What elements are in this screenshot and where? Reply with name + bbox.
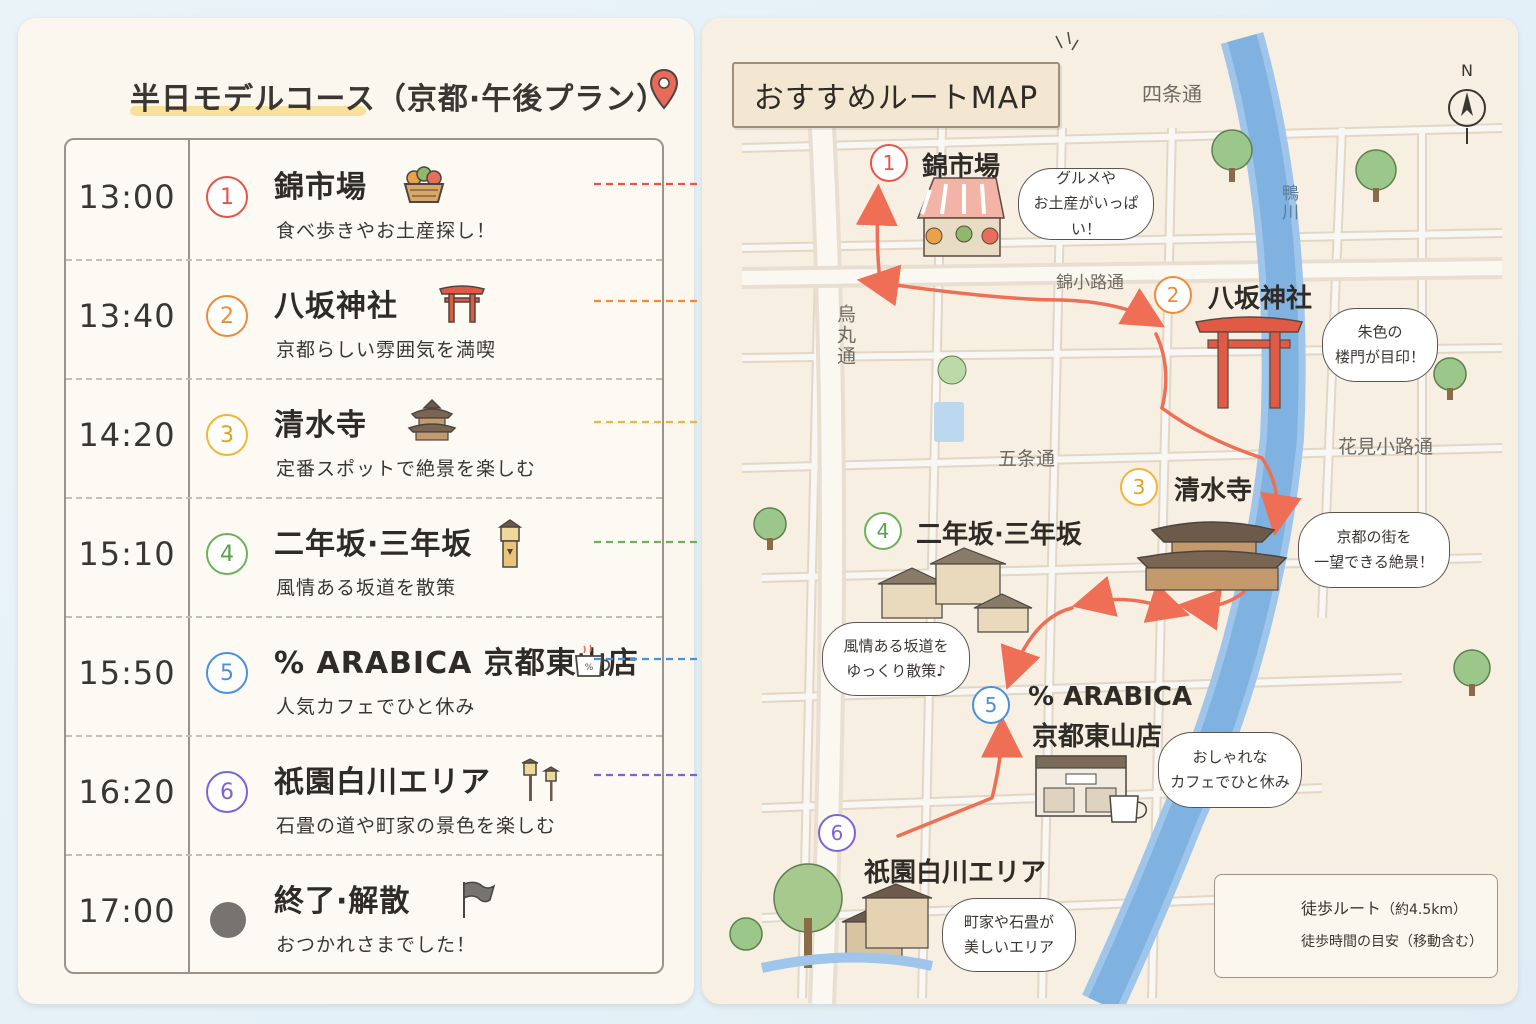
map-legend: 徒歩ルート（約4.5km） 徒歩時間の目安（移動含む） [1214,874,1498,978]
speech-bubble: グルメやお土産がいっぱい！ [1018,168,1154,240]
schedule-table: 13:00 1 錦市場 食べ歩きやお土産探し！ 13:40 2 八坂神社 京都ら… [64,138,664,974]
schedule-title: 半日モデルコース（京都·午後プラン） [130,82,668,117]
map-spot-name: 祇園白川エリア [864,858,1047,888]
title-highlight [130,106,366,116]
map-marker-6[interactable]: 6 [818,814,856,852]
speech-bubble: 朱色の楼門が目印！ [1322,308,1438,382]
schedule-row: 15:10 4 二年坂·三年坂 風情ある坂道を散策 [66,497,662,616]
basket-icon [403,166,445,203]
row-number: 2 [206,295,248,337]
map-marker-1[interactable]: 1 [870,144,908,182]
row-description: 風情ある坂道を散策 [276,577,457,599]
street-label-nishikikoji: 錦小路通 [1056,273,1124,293]
row-number: 6 [206,771,248,813]
arabica-cafe [1035,755,1148,823]
speech-bubble: おしゃれなカフェでひと休み [1158,732,1302,808]
legend-route: 徒歩ルート（約4.5km） [1301,899,1468,918]
map-spot-name-2: 京都東山店 [1032,722,1163,752]
street-label-karasuma: 烏丸通 [834,304,856,367]
row-divider [66,735,662,737]
row-description: おつかれさまでした！ [276,934,477,956]
row-divider [66,497,662,499]
schedule-row: 16:20 6 祇園白川エリア 石畳の道や町家の景色を楽しむ [66,735,662,854]
schedule-row: 17:00 終了·解散 おつかれさまでした！ [66,854,662,973]
row-description: 京都らしい雰囲気を満喫 [276,339,497,361]
time-column-divider [188,140,190,972]
row-divider [66,616,662,618]
river-label-kamogawa: 鴨川 [1278,184,1298,222]
row-time: 15:10 [78,535,176,573]
trees [729,129,1491,951]
svg-text:N: N [1461,62,1473,80]
svg-text:%: % [585,663,594,673]
row-divider [66,259,662,261]
row-place-name: 八坂神社 [274,289,398,324]
map-marker-2[interactable]: 2 [1154,276,1192,314]
route-map-panel: おすすめルートMAP N 四条通 烏丸通 錦小路通 五条通 花見小路通 鴨川 1… [702,18,1518,1004]
row-time: 13:00 [78,178,176,216]
row-description: 人気カフェでひと休み [276,696,476,718]
map-marker-4[interactable]: 4 [864,512,902,550]
schedule-row: 13:40 2 八坂神社 京都らしい雰囲気を満喫 [66,259,662,378]
row-place-name: 二年坂·三年坂 [274,527,473,562]
schedule-panel: 半日モデルコース（京都·午後プラン） 13:00 1 錦市場 食べ歩きやお土産探… [18,18,694,1004]
nishiki-market-stall [916,177,1005,257]
row-time: 14:20 [78,416,176,454]
speech-bubble: 町家や石畳が美しいエリア [942,898,1076,972]
speech-bubble: 京都の街を一望できる絶景！ [1298,512,1450,588]
map-spot-name: 清水寺 [1174,476,1253,506]
map-marker-3[interactable]: 3 [1120,468,1158,506]
coffee-cup-icon: % [575,644,611,677]
yasaka-torii [1194,316,1304,409]
map-marker-5[interactable]: 5 [972,686,1010,724]
map-spot-name: 八坂神社 [1208,284,1313,314]
row-time: 17:00 [78,892,176,930]
row-place-name: 清水寺 [274,408,367,443]
row-number: 3 [206,414,248,456]
gion-shirakawa [760,863,934,973]
schedule-row: 14:20 3 清水寺 定番スポットで絶景を楽しむ [66,378,662,497]
schedule-row: 13:00 1 錦市場 食べ歩きやお土産探し！ [66,140,662,259]
walking-route [855,183,1302,838]
map-pin-icon [649,68,679,110]
row-description: 定番スポットで絶景を楽しむ [276,458,537,480]
row-number: 1 [206,176,248,218]
row-place-name: 錦市場 [274,170,367,205]
schedule-row: 15:50 5 % ARABICA 京都東山店 人気カフェでひと休み % [66,616,662,735]
street-label-gojo: 五条通 [998,448,1056,470]
legend-walk-time: 徒歩時間の目安（移動含む） [1301,934,1483,950]
torii-icon [438,285,486,323]
row-divider [66,378,662,380]
speech-bubble: 風情ある坂道をゆっくり散策♪ [822,622,970,696]
street-label-shijo: 四条通 [1142,82,1202,106]
row-description: 食べ歩きやお土産探し！ [276,220,497,242]
row-time: 16:20 [78,773,176,811]
row-time: 13:40 [78,297,176,335]
street-lamp-icon [521,758,561,801]
row-time: 15:50 [78,654,176,692]
map-spot-name: 二年坂·三年坂 [916,520,1082,550]
lantern-icon [497,519,523,568]
kiyomizu-temple [1136,521,1288,591]
temple-icon [407,398,457,441]
row-number: 5 [206,652,248,694]
compass-icon: N [1448,62,1486,144]
row-place-name: 終了·解散 [274,884,411,919]
row-number: 4 [206,533,248,575]
map-spot-name: % ARABICA [1028,682,1193,712]
end-marker [210,902,246,938]
row-place-name: 祇園白川エリア [274,765,491,800]
map-spot-name: 錦市場 [922,152,1001,182]
row-description: 石畳の道や町家の景色を楽しむ [276,815,557,837]
row-divider [66,854,662,856]
street-label-hanamikoji: 花見小路通 [1338,436,1434,458]
ninenzaka-houses [877,547,1033,633]
map-title: おすすめルートMAP [732,62,1060,128]
flag-icon [463,881,496,918]
